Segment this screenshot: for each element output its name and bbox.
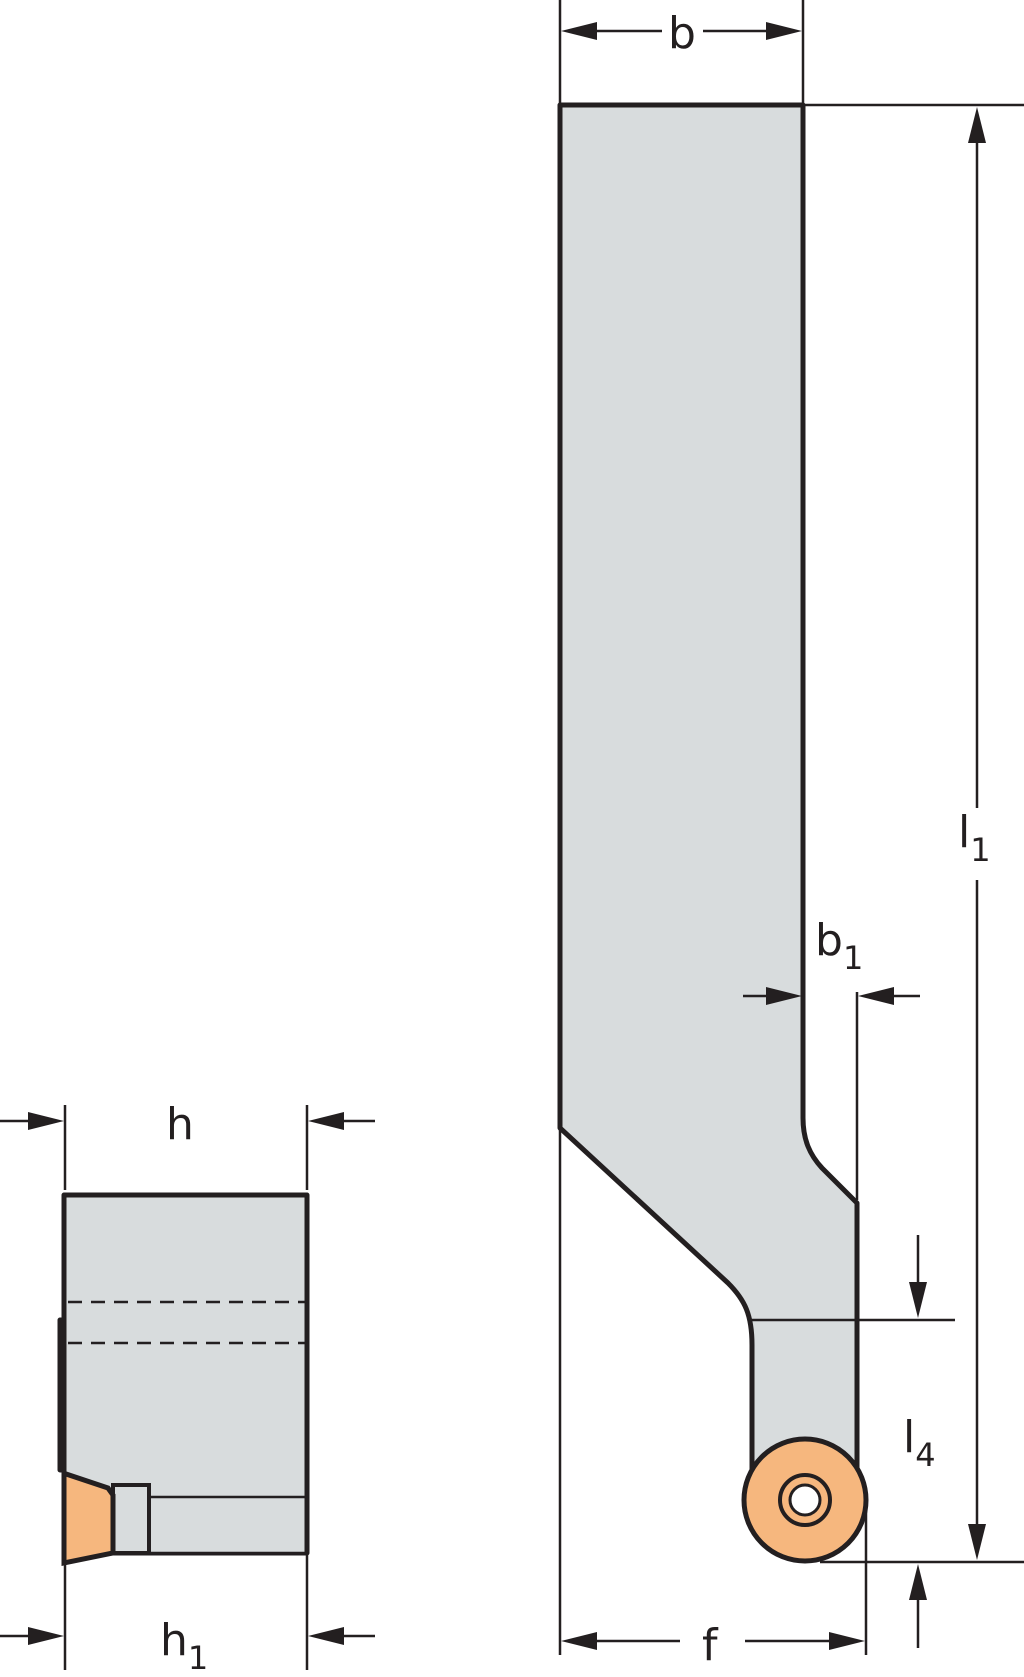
dimension-b1: b1 bbox=[743, 915, 920, 1200]
dimension-h: h bbox=[0, 1099, 375, 1190]
dimension-b-label: b bbox=[668, 8, 696, 59]
dimension-b1-label: b1 bbox=[815, 915, 863, 977]
dimension-f: f bbox=[558, 1130, 868, 1671]
top-view-body bbox=[557, 102, 860, 1478]
clamp-screw-shank bbox=[146, 1495, 309, 1555]
dimension-h1: h1 bbox=[0, 1555, 375, 1677]
dimension-b: b bbox=[558, 0, 805, 103]
round-insert bbox=[741, 1436, 869, 1564]
dimension-l4: l4 bbox=[903, 1235, 936, 1648]
dimension-f-label: f bbox=[702, 1620, 719, 1671]
dimension-h1-label: h1 bbox=[160, 1615, 208, 1677]
dimension-l4-label: l4 bbox=[903, 1412, 936, 1474]
side-view: h h1 bbox=[0, 1099, 375, 1677]
dimension-l1-label: l1 bbox=[958, 807, 991, 869]
side-view-insert bbox=[61, 1471, 116, 1567]
dimension-l1: l1 bbox=[805, 103, 1024, 1564]
clamp-screw-head bbox=[111, 1483, 151, 1555]
top-view: b l1 b1 l4 bbox=[557, 0, 1024, 1671]
dimension-h-label: h bbox=[166, 1099, 194, 1150]
